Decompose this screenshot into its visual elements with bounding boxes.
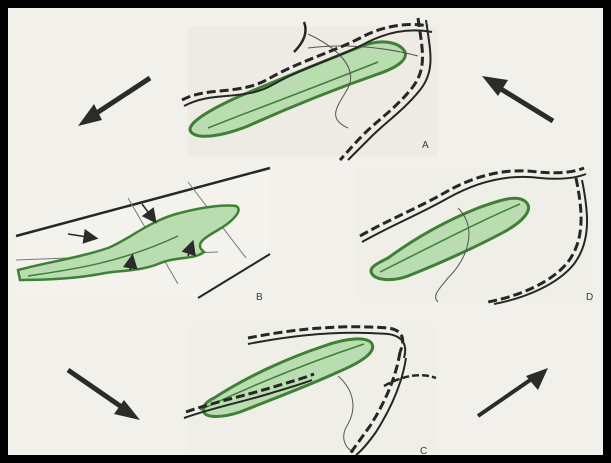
label-c: C: [420, 446, 427, 455]
label-d: D: [586, 292, 593, 303]
arrow-up-right-icon: [478, 376, 536, 416]
stage-b: B: [16, 168, 270, 303]
life-cycle-diagram: A B: [8, 8, 603, 455]
arrow-up-right-head: [526, 368, 548, 390]
label-b: B: [256, 292, 263, 303]
stage-a: A: [182, 18, 438, 160]
label-a: A: [422, 140, 429, 151]
arrow-up-left-icon: [496, 86, 553, 121]
stage-d: D: [358, 168, 593, 304]
arrow-down-right-icon: [68, 370, 126, 410]
diagram-panel: A B: [8, 8, 603, 455]
stage-c: C: [184, 326, 438, 455]
arrow-down-left-head: [78, 104, 102, 126]
